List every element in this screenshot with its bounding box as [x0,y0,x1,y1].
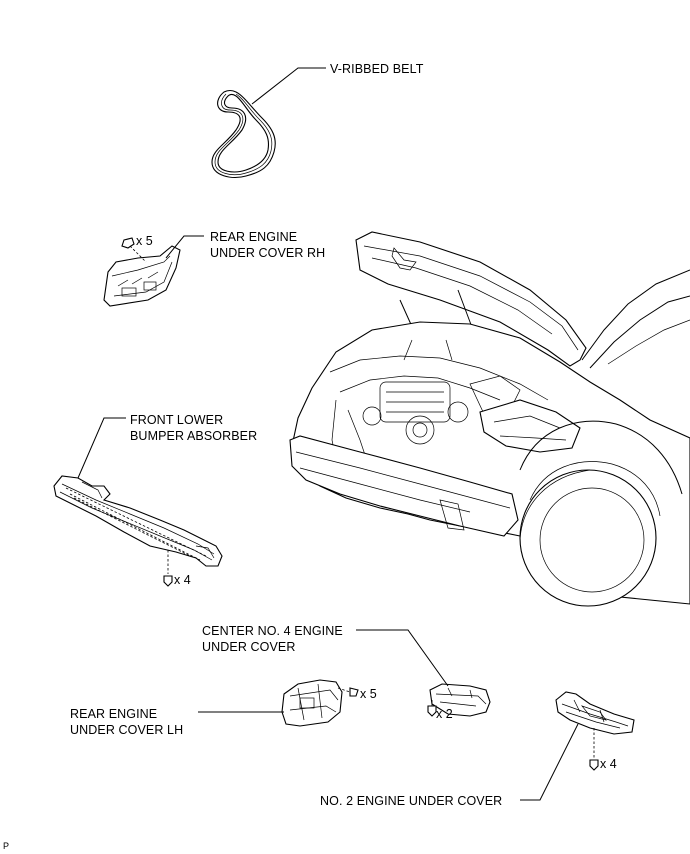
label-rear-engine-lh-line2: UNDER COVER LH [70,723,184,737]
rear-engine-under-cover-lh-drawing [281,679,343,727]
label-v-ribbed-belt: V-RIBBED BELT [330,62,424,76]
qty-rear-lh: x 5 [360,687,377,701]
label-rear-engine-rh-line1: REAR ENGINE [210,230,298,244]
label-bumper-line2: BUMPER ABSORBER [130,429,258,443]
corner-mark: P [3,841,10,851]
label-center-line2: UNDER COVER [202,640,296,654]
front-lower-bumper-absorber-drawing [53,475,223,567]
clip-rh [121,237,147,263]
qty-bumper: x 4 [174,573,191,587]
center-leader [356,629,449,687]
label-rear-engine-rh-line2: UNDER COVER RH [210,246,326,260]
label-no2-engine-under-cover: NO. 2 ENGINE UNDER COVER [320,794,503,808]
v-ribbed-belt-drawing [211,89,276,179]
clip-bumper [163,550,173,587]
bumper-leader [77,417,126,479]
clip-no2 [589,728,599,771]
label-bumper-line1: FRONT LOWER [130,413,224,427]
label-rear-engine-lh-line1: REAR ENGINE [70,707,158,721]
clip-lh [337,687,359,697]
center-no-4-engine-under-cover-drawing [429,683,491,717]
no2-leader [520,723,579,801]
v-ribbed-belt-leader [251,67,326,105]
qty-center: x 2 [436,707,453,721]
vehicle-front-drawing [289,231,690,607]
label-center-line1: CENTER NO. 4 ENGINE [202,624,343,638]
qty-no2: x 4 [600,757,617,771]
clip-center [427,700,437,717]
qty-rear-rh: x 5 [136,234,153,248]
no-2-engine-under-cover-drawing [555,691,635,735]
rear-engine-under-cover-rh-drawing [103,245,181,307]
rear-rh-leader [165,235,204,259]
